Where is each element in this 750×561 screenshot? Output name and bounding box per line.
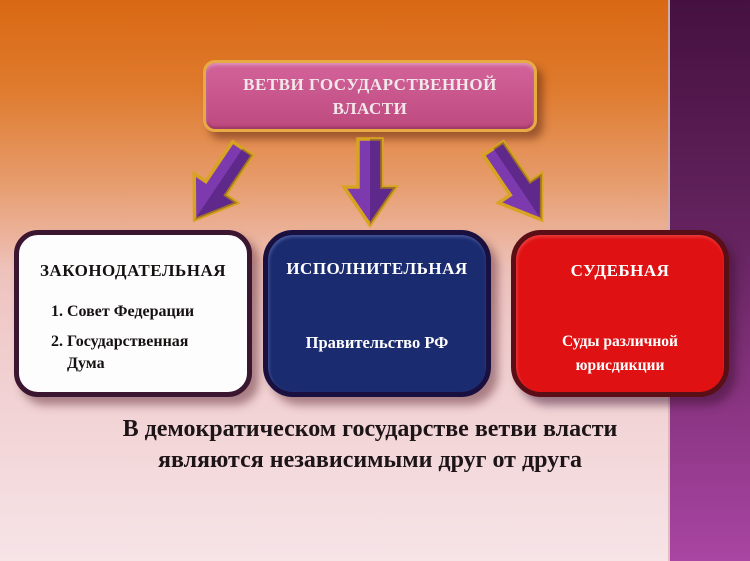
branch-body: Суды различной юрисдикции: [562, 333, 678, 374]
branch-title: СУДЕБНАЯ: [570, 261, 670, 280]
slide-title: ВЕТВИ ГОСУДАРСТВЕННОЙ ВЛАСТИ: [243, 75, 497, 118]
branch-box-judicial: СУДЕБНАЯ Суды различной юрисдикции: [511, 230, 729, 397]
down-left-arrow-icon: [192, 139, 255, 223]
title-box: ВЕТВИ ГОСУДАРСТВЕННОЙ ВЛАСТИ: [203, 60, 537, 132]
down-arrow-icon: [340, 137, 400, 229]
footer-note: В демократическом государстве ветви влас…: [5, 414, 735, 476]
branch-title: ИСПОЛНИТЕЛЬНАЯ: [286, 259, 468, 278]
branch-title: ЗАКОНОДАТЕЛЬНАЯ: [39, 261, 227, 280]
footer-line: В демократическом государстве ветви влас…: [122, 416, 618, 442]
list-item: Государственная Дума: [67, 331, 227, 375]
branch-body: Правительство РФ: [305, 333, 449, 352]
branch-box-executive: ИСПОЛНИТЕЛЬНАЯ Правительство РФ: [263, 230, 491, 397]
branch-list: Совет Федерации Государственная Дума: [41, 301, 227, 383]
list-item: Совет Федерации: [67, 301, 227, 323]
branch-box-legislative: ЗАКОНОДАТЕЛЬНАЯ Совет Федерации Государс…: [14, 230, 252, 397]
down-right-arrow-icon: [481, 139, 544, 223]
footer-line: являются независимыми друг от друга: [157, 447, 583, 473]
